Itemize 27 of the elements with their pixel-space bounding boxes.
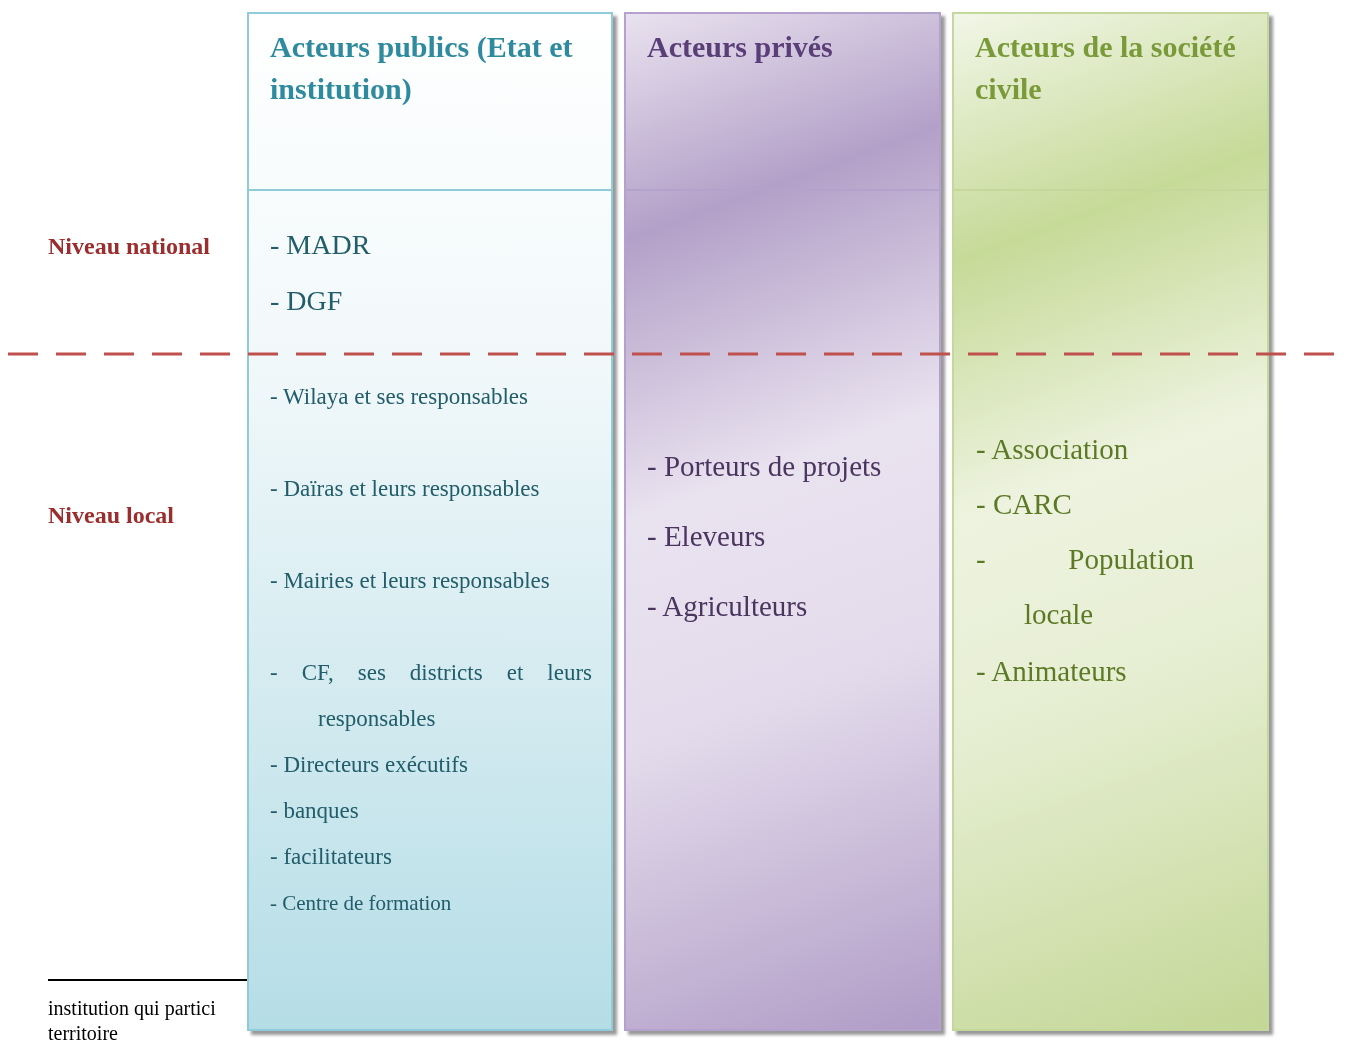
list-item: - CARC bbox=[976, 487, 1073, 522]
footnote-text: territoire bbox=[48, 1022, 118, 1041]
column-heading: Acteurs de la société civile bbox=[975, 29, 1237, 107]
list-item: - Directeurs exécutifs bbox=[270, 751, 469, 779]
level-label: Niveau national bbox=[48, 233, 211, 260]
list-item: - Agriculteurs bbox=[647, 589, 809, 624]
level-label: Niveau local bbox=[48, 502, 174, 529]
footnote-text: institution qui partici bbox=[48, 997, 216, 1020]
list-item: - Association bbox=[976, 432, 1130, 467]
list-item: - DGF bbox=[270, 284, 344, 318]
list-item: - CF, ses districts et leurs responsables bbox=[270, 659, 592, 733]
list-item: - banques bbox=[270, 797, 360, 825]
list-item: - Wilaya et ses responsables bbox=[270, 383, 529, 411]
list-item: - Centre de formation bbox=[270, 890, 453, 917]
list-item: - facilitateurs bbox=[270, 843, 393, 871]
list-item: - Eleveurs bbox=[647, 519, 767, 554]
list-item: - Porteurs de projets bbox=[647, 449, 883, 484]
list-item: - Animateurs bbox=[976, 654, 1128, 689]
column-panel bbox=[624, 12, 941, 1031]
column-heading: Acteurs privés bbox=[647, 29, 834, 65]
column-heading: Acteurs publics (Etat et institution) bbox=[270, 29, 574, 107]
column-panel bbox=[952, 12, 1269, 1031]
list-item: - MADR bbox=[270, 228, 372, 262]
column-panel bbox=[247, 12, 613, 1031]
list-item: - Daïras et leurs responsables bbox=[270, 475, 541, 503]
list-item: - Population locale bbox=[976, 542, 1194, 632]
list-item: - Mairies et leurs responsables bbox=[270, 567, 551, 595]
